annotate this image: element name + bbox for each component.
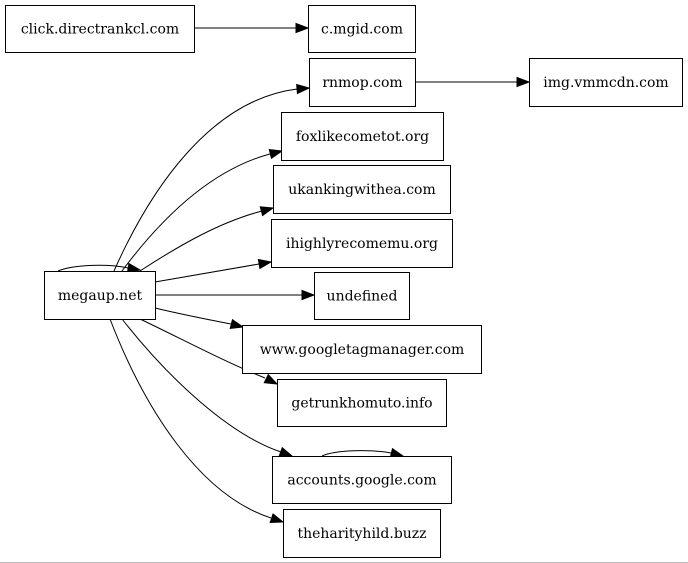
arrowhead xyxy=(257,258,273,270)
node-label: www.googletagmanager.com xyxy=(260,342,465,358)
node-box xyxy=(281,112,444,161)
node-label: foxlikecometot.org xyxy=(296,129,429,145)
node-box xyxy=(5,5,195,53)
edge-megaup-to-gtm xyxy=(154,307,245,330)
nodes-layer: click.directrankcl.com c.mgid.com rnmop.co… xyxy=(5,5,683,558)
node-label: undefined xyxy=(327,289,398,305)
node-box xyxy=(309,58,416,107)
node-undefined: undefined xyxy=(314,272,410,320)
node-label: accounts.google.com xyxy=(287,473,436,489)
node-megaup: megaup.net xyxy=(44,271,156,320)
node-box xyxy=(271,219,453,268)
node-rnmop: rnmop.com xyxy=(309,58,416,107)
node-label: c.mgid.com xyxy=(321,22,403,38)
node-vmmcdn: img.vmmcdn.com xyxy=(529,58,683,107)
node-label: click.directrankcl.com xyxy=(21,22,179,38)
edge-line xyxy=(121,318,282,453)
arrowhead xyxy=(516,76,531,88)
node-box xyxy=(308,5,416,53)
arrowhead xyxy=(278,446,294,457)
node-mgid: c.mgid.com xyxy=(308,5,416,53)
edge-megaup-to-rnmop xyxy=(113,83,311,272)
edge-line xyxy=(113,88,298,272)
node-label: getrunkhomuto.info xyxy=(291,396,432,412)
node-getrunk: getrunkhomuto.info xyxy=(277,379,447,427)
edge-megaup-to-foxlike xyxy=(121,148,284,272)
arrowhead xyxy=(301,289,316,301)
edge-rnmop-to-vmmcdn xyxy=(415,76,531,88)
edge-megaup-to-ihighly xyxy=(154,258,273,283)
node-box xyxy=(44,271,156,320)
node-label: img.vmmcdn.com xyxy=(543,75,668,91)
node-theharity: theharityhild.buzz xyxy=(283,509,441,558)
edge-megaup-to-undefined xyxy=(155,289,316,301)
edge-line xyxy=(121,153,271,272)
node-box xyxy=(283,509,441,558)
node-box xyxy=(277,379,447,427)
edge-line xyxy=(321,450,392,457)
node-box xyxy=(242,325,482,374)
node-label: theharityhild.buzz xyxy=(297,526,426,542)
node-box xyxy=(529,58,683,107)
edge-megaup-to-ukanking xyxy=(139,206,275,272)
edge-line xyxy=(57,264,129,272)
node-box xyxy=(273,165,451,214)
arrowhead xyxy=(263,373,279,385)
edge-line xyxy=(154,307,232,325)
node-label: megaup.net xyxy=(58,288,143,304)
node-label: rnmop.com xyxy=(322,75,402,91)
node-box xyxy=(314,272,410,320)
node-gtm: www.googletagmanager.com xyxy=(242,325,482,374)
edge-megaup-to-theharity xyxy=(109,318,285,524)
edge-line xyxy=(139,210,263,272)
arrowhead xyxy=(296,83,311,95)
edge-click-to-mgid xyxy=(194,22,310,34)
edge-line xyxy=(109,318,272,519)
node-label: ihighlyrecomemu.org xyxy=(286,236,438,252)
edge-line xyxy=(154,263,260,283)
node-accounts: accounts.google.com xyxy=(272,456,452,504)
arrowhead xyxy=(268,148,284,160)
edges-layer xyxy=(57,22,531,524)
node-ihighly: ihighlyrecomemu.org xyxy=(271,219,453,268)
node-click: click.directrankcl.com xyxy=(5,5,195,53)
arrowhead xyxy=(259,206,275,217)
arrowhead xyxy=(229,318,245,330)
node-label: ukankingwithea.com xyxy=(288,182,436,198)
node-box xyxy=(272,456,452,504)
node-foxlike: foxlikecometot.org xyxy=(281,112,444,161)
arrowhead xyxy=(295,22,310,34)
node-ukanking: ukankingwithea.com xyxy=(273,165,451,214)
arrowhead xyxy=(269,513,285,524)
